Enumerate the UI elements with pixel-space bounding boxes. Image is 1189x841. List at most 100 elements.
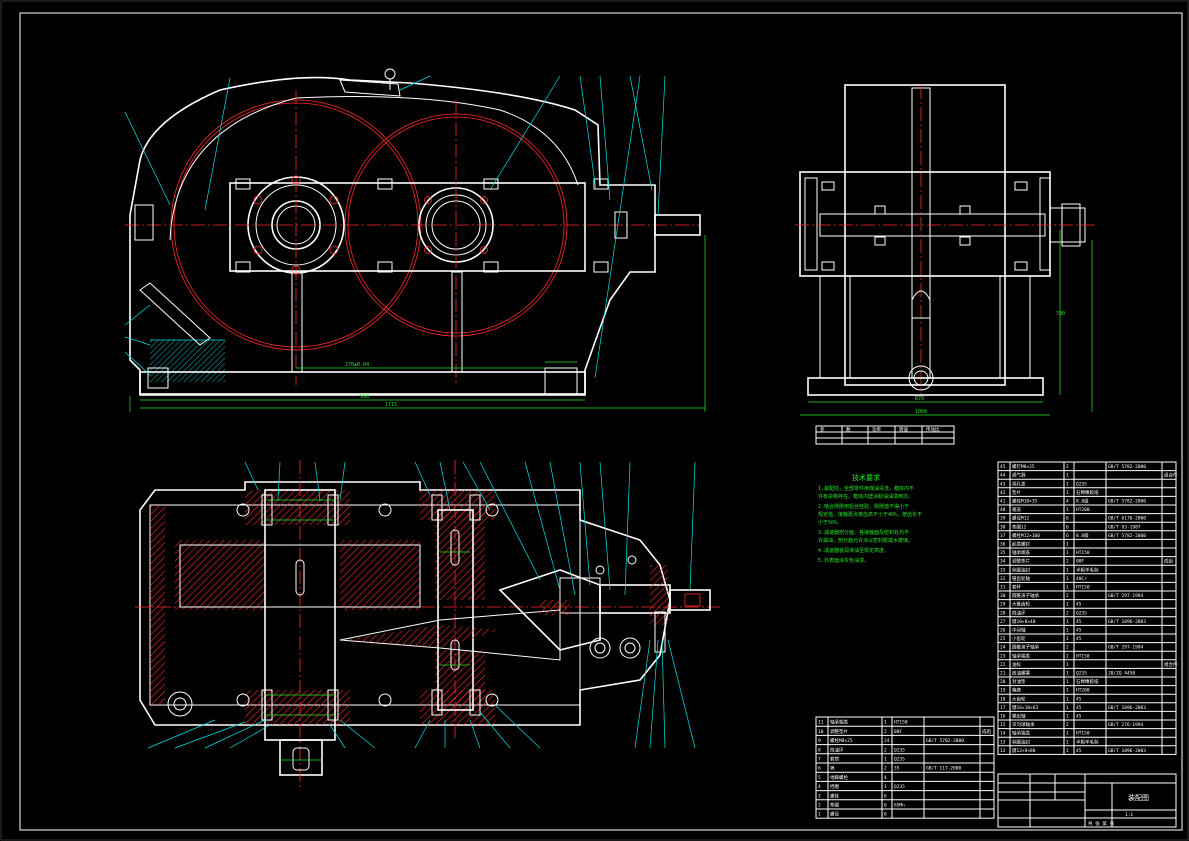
side-view: 870 1000 700 [795,84,1095,416]
parts-list-cell: 1 [1066,714,1069,720]
parts-list-cell: 半粗羊毛毡 [1076,566,1099,573]
parts-list-cell: 挡圈 [830,783,839,790]
parts-list-cell: 8.8级 [1076,498,1089,505]
parts-list-cell: 2 [1066,722,1069,728]
parts-list-cell: GB/T 1096-2003 [1108,748,1146,754]
parts-list-cell: 地脚螺栓 [830,774,848,781]
parts-list-cell: 小齿轮 [1012,635,1026,642]
parts-list-cell: 2 [818,803,821,809]
parts-list-cell: 35 [1000,550,1006,556]
parts-list-cell: 2 [884,766,887,772]
parts-list-cell: Q235 [1076,481,1087,487]
tech-req-title: 技术要求 [852,473,880,482]
parts-list-cell: 3 [818,793,821,799]
tech-req-line: 小于50%。 [818,519,842,526]
parts-list-cell: 箱座 [1012,687,1021,694]
parts-list-cell: 垫片 [1012,489,1021,496]
parts-list-cell: GB/T 117-2000 [926,766,962,772]
parts-list-cell: GB/T 93-1987 [1108,524,1141,530]
parts-list-cell: 1 [1066,567,1069,573]
parts-list-cell: 1 [1066,628,1069,634]
parts-list-cell: 45 [1000,464,1006,470]
specs-table: 参 数 功率 转速 传动比 [815,425,955,445]
parts-list-cell: HT150 [1076,585,1090,591]
specs-header-1: 数 [846,426,851,433]
parts-list-cell: 1 [1066,507,1069,513]
parts-list-cell: 轴承端盖 [1012,549,1030,556]
parts-list-cell: 螺母M12 [1012,515,1029,522]
parts-list-cell: JB/ZQ 4450 [1108,671,1135,677]
parts-list-cell: 7 [818,757,821,763]
parts-list-cell: 11 [818,720,824,726]
parts-list-cell: 1 [884,784,887,790]
parts-list-cell: 6 [884,793,887,799]
parts-list-cell: 4 [1066,499,1069,505]
parts-list-cell: 1 [1066,585,1069,591]
parts-list-cell: 1 [1066,602,1069,608]
parts-list-cell: 6 [818,766,821,772]
parts-list-cell: 6 [1066,533,1069,539]
parts-list-cell: 轴承端盖 [1012,652,1030,659]
parts-list-cell: Q235 [894,784,905,790]
parts-list-cell: 螺栓 [830,792,839,799]
parts-list-cell: 油标 [1012,661,1021,668]
tech-req-line: 许有杂物存在。箱体内壁涂耐油油漆两次。 [818,493,913,500]
parts-list-cell: 1 [1066,705,1069,711]
parts-list-cell: 08F [894,729,902,735]
parts-list-cell: 1 [1066,619,1069,625]
parts-list-cell: 1 [1066,739,1069,745]
parts-list-cell: 轴承端盖 [830,719,848,726]
parts-list-cell: 6 [1066,524,1069,530]
parts-list-cell: 1 [884,720,887,726]
parts-list-cell: GB/T 6170-2000 [1108,516,1146,522]
parts-list-cell: 1 [884,757,887,763]
parts-list-cell: 34 [1000,559,1006,565]
dim-990: 990 [360,394,369,400]
parts-list-cell: Q235 [894,757,905,763]
parts-list-cell: 1 [1066,679,1069,685]
front-view: 990 1715 270±0.04 [124,68,706,412]
parts-list-cell: GB/T 297-1994 [1108,645,1144,651]
parts-list-cell: 15 [1000,722,1006,728]
parts-list-cell: 螺栓M8×25 [830,737,853,744]
parts-list-cell: 成组 [982,728,991,735]
parts-list-cell: 2 [1066,610,1069,616]
parts-list-cell: 1 [1066,576,1069,582]
parts-list-cell: 23 [1000,653,1006,659]
parts-list-cell: HT150 [894,720,908,726]
parts-list-cell: 40Cr [1076,576,1087,582]
parts-list-cell: GB/T 276-1994 [1108,722,1144,728]
tech-req-line: 3.减速器剖分面、各接触面及密封处均不 [818,529,909,536]
parts-list-cell: 45 [1076,628,1082,634]
parts-list-cell: 套筒 [830,756,839,763]
parts-list-cell: Q235 [1076,610,1087,616]
tech-req-line: 4.减速器装润滑油至规定高度。 [818,547,889,554]
parts-list-cell: 31 [1000,585,1006,591]
parts-list-cell: 调整垫片 [830,728,848,735]
parts-list-cell: 38 [1000,524,1006,530]
parts-list-cell: 螺栓M12×100 [1012,532,1040,539]
parts-list-cell: 21 [1000,671,1006,677]
parts-list-cell: 45 [1076,705,1082,711]
parts-list-cell: 45 [1076,714,1082,720]
parts-list-cell: 13 [1000,739,1006,745]
parts-list-cell: 1 [1066,671,1069,677]
parts-list-cell: 成组 [1164,558,1173,565]
parts-list-cell: 45 [1076,696,1082,702]
tech-requirements: 技术要求 1.装配前，全部零件用煤油清洗，箱体内不 许有杂物存在。箱体内壁涂耐油… [818,473,922,564]
parts-list-cell: 32 [1000,576,1006,582]
parts-list-cell: 30 [1000,593,1006,599]
tech-req-line: 规定值，接触斑点按齿高不小于40%，按齿长不 [818,511,922,518]
title-block: 装配图 1:1 共 张 第 张 [997,773,1177,828]
tech-req-line: 5.外表面涂灰色油漆。 [818,557,869,564]
parts-list-cell: 10 [818,729,824,735]
tech-req-line: 1.装配前，全部零件用煤油清洗，箱体内不 [818,485,914,492]
parts-list-cell: HT150 [1076,653,1090,659]
parts-list-cell: 圆锥滚子轴承 [1012,644,1039,651]
parts-list-cell: 2 [1066,645,1069,651]
parts-list-cell: 20 [1000,679,1006,685]
title-block-sheet: 共 张 第 张 [1088,820,1115,827]
parts-list-cell: 29 [1000,602,1006,608]
parts-list-cell: 2 [884,729,887,735]
